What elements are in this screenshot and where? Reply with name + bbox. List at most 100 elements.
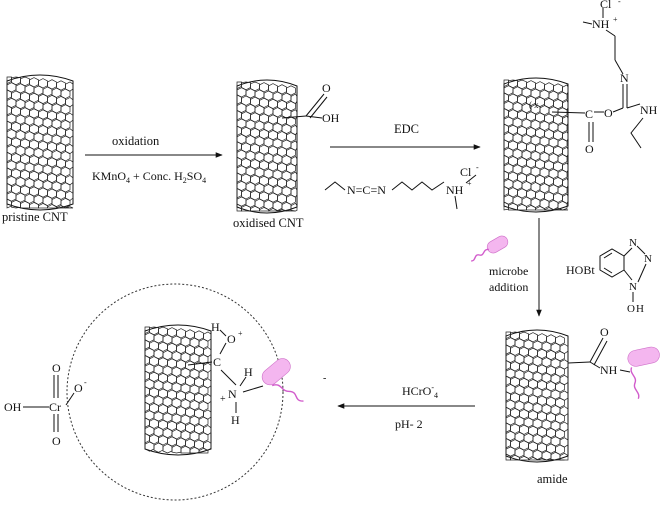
ph-label: pH- 2	[395, 417, 423, 431]
svg-text:x: x	[534, 100, 539, 110]
svg-text:+: +	[238, 329, 243, 338]
svg-text:+: +	[467, 179, 472, 188]
lattice-hexagon	[6, 89, 12, 100]
lattice-hexagon	[503, 154, 509, 166]
svg-text:N: N	[228, 387, 237, 401]
edc-structure: N=C=N NH + Cl -	[324, 163, 479, 210]
svg-text:N: N	[629, 281, 637, 293]
lattice-hexagon	[144, 432, 150, 444]
stray-minus: -	[323, 373, 326, 384]
svg-text:NH: NH	[600, 363, 618, 377]
lattice-hexagon	[236, 172, 242, 183]
lattice-hexagon	[503, 92, 509, 103]
lattice-hexagon	[535, 206, 545, 211]
adsorption-circle	[66, 283, 284, 501]
svg-text:H: H	[231, 413, 240, 427]
lattice-hexagon	[180, 445, 191, 454]
svg-text:-: -	[84, 378, 87, 387]
lattice-hexagon	[505, 453, 511, 461]
svg-text:Cl: Cl	[460, 165, 472, 179]
lattice-hexagon	[11, 199, 21, 209]
lattice-hexagon	[553, 208, 563, 211]
lattice-hexagon	[503, 139, 509, 150]
edc-activated-cnt	[503, 77, 569, 213]
lattice-hexagon	[250, 205, 260, 212]
lattice-hexagon	[546, 459, 556, 461]
lattice-hexagon	[503, 123, 509, 135]
lattice-hexagon	[6, 104, 12, 116]
lattice-hexagon	[505, 391, 511, 402]
lattice-hexagon	[6, 198, 12, 209]
svg-text:N: N	[629, 237, 637, 249]
svg-text:-: -	[476, 163, 479, 172]
lattice-hexagon	[20, 200, 30, 209]
lattice-hexagon	[505, 344, 511, 355]
lattice-hexagon	[6, 151, 12, 163]
svg-text:NH: NH	[446, 183, 464, 197]
lattice-hexagon	[6, 182, 12, 194]
svg-text:NH: NH	[640, 103, 658, 117]
svg-text:+: +	[613, 15, 618, 24]
bound-microbe-icon	[627, 346, 660, 399]
lattice-hexagon	[144, 386, 150, 397]
svg-text:H: H	[244, 365, 253, 379]
lattice-hexagon	[6, 167, 12, 178]
carboxyl-group: O OH	[281, 81, 340, 125]
lattice-hexagon	[503, 170, 509, 181]
lattice-hexagon	[241, 204, 251, 212]
amide-cnt	[505, 329, 569, 463]
lattice-hexagon	[503, 185, 509, 197]
svg-text:O: O	[52, 361, 61, 375]
adsorbed-microbe-icon	[261, 358, 304, 402]
pristine-cnt-label: pristine CNT	[2, 210, 68, 224]
lattice-hexagon	[144, 354, 150, 366]
lattice-hexagon	[189, 446, 200, 454]
svg-text:(: (	[529, 100, 532, 110]
svg-text:N=C=N: N=C=N	[347, 183, 386, 197]
lattice-hexagon	[503, 201, 509, 211]
lattice-hexagon	[508, 202, 518, 211]
lattice-hexagon	[144, 339, 150, 350]
lattice-hexagon	[510, 454, 520, 461]
lattice-hexagon	[162, 443, 173, 454]
oxidised-cnt-label: oxidised CNT	[233, 216, 304, 230]
oxidised-cnt	[236, 79, 298, 214]
lattice-hexagon	[6, 120, 12, 132]
svg-text:NH: NH	[592, 17, 610, 31]
svg-text:O: O	[227, 332, 236, 346]
lattice-hexagon	[236, 141, 242, 152]
lattice-hexagon	[519, 455, 529, 461]
svg-text:O: O	[322, 81, 331, 95]
lattice-hexagon	[259, 207, 269, 212]
svg-text:OH: OH	[322, 111, 340, 125]
o-acylisourea-group: ( x C O O N NH + Cl - NH	[529, 0, 658, 156]
lattice-hexagon	[277, 209, 287, 212]
lattice-hexagon	[236, 187, 242, 199]
lattice-hexagon	[236, 94, 242, 105]
lattice-hexagon	[236, 109, 242, 121]
edc-label: EDC	[394, 122, 419, 136]
microbe-icon	[471, 235, 509, 262]
lattice-hexagon	[38, 203, 48, 209]
lattice-hexagon	[153, 442, 164, 453]
lattice-hexagon	[29, 202, 39, 209]
lattice-hexagon	[144, 401, 150, 413]
lattice-hexagon	[517, 203, 527, 211]
pristine-cnt	[6, 74, 74, 211]
svg-text:N: N	[644, 253, 652, 265]
lattice-hexagon	[505, 437, 511, 449]
svg-text:O: O	[74, 381, 83, 395]
lattice-hexagon	[537, 458, 547, 461]
amide-group: O NH	[567, 325, 631, 377]
addition-label: addition	[489, 280, 528, 294]
svg-text:H: H	[211, 320, 220, 334]
lattice-hexagon	[505, 375, 511, 387]
lattice-hexagon	[236, 125, 242, 137]
oxidation-label: oxidation	[112, 134, 160, 148]
amide-label: amide	[537, 472, 568, 486]
svg-text:N: N	[620, 71, 629, 85]
svg-text:O: O	[604, 106, 613, 120]
lattice-hexagon	[47, 204, 57, 209]
chromate-reagent: HCrO-4	[402, 383, 438, 400]
